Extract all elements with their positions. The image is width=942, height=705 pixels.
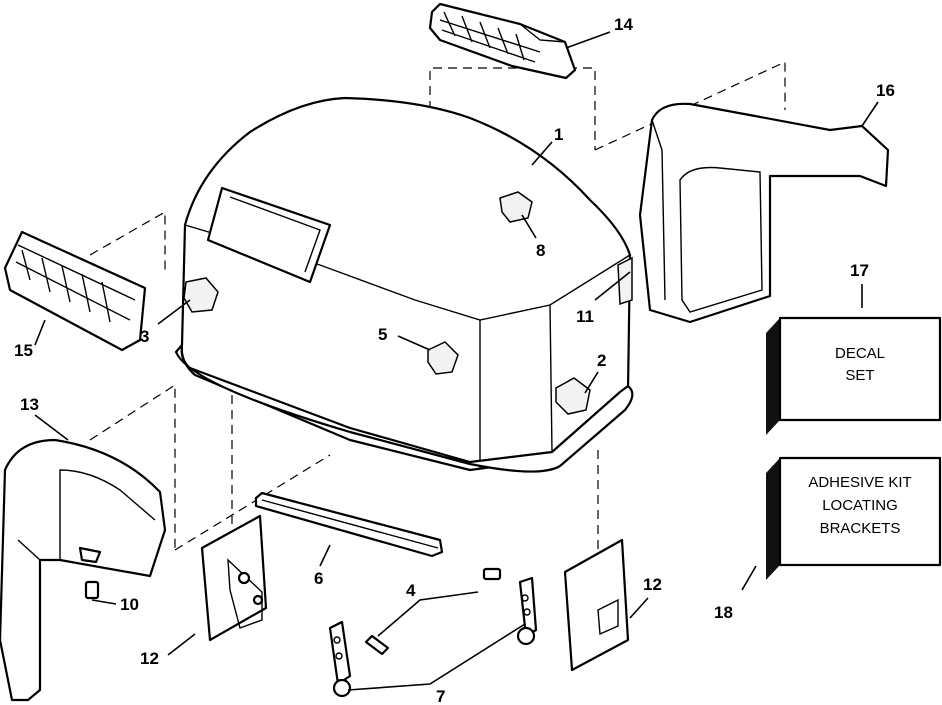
decal-line-2: SET xyxy=(845,367,874,384)
callout-15: 15 xyxy=(14,341,33,360)
callout-11: 11 xyxy=(576,307,594,326)
part-7-latch-clips xyxy=(328,576,538,698)
pad-8 xyxy=(499,191,533,223)
callout-8: 8 xyxy=(536,241,545,260)
kit-line-3: BRACKETS xyxy=(820,520,901,537)
part-16-rear-cover xyxy=(638,102,890,324)
kit-line-1: ADHESIVE KIT xyxy=(808,474,911,491)
callout-12-right: 12 xyxy=(643,575,662,594)
callout-1: 1 xyxy=(554,125,563,144)
callout-labels: 14 1 8 16 17 11 2 5 3 15 13 6 4 10 12 12… xyxy=(14,15,895,705)
kit-line-2: LOCATING xyxy=(822,497,898,514)
part-4-screws xyxy=(364,567,502,656)
callout-18: 18 xyxy=(714,603,733,622)
callout-10: 10 xyxy=(120,595,139,614)
callout-3: 3 xyxy=(140,327,149,346)
pad-11 xyxy=(617,256,633,306)
part-14-top-vent-grille xyxy=(428,2,577,80)
callout-6: 6 xyxy=(314,569,323,588)
callout-12-left: 12 xyxy=(140,649,159,668)
pad-5 xyxy=(427,341,459,375)
part-1-engine-cover xyxy=(174,96,634,473)
callout-4: 4 xyxy=(406,581,416,600)
part-10-screw xyxy=(84,580,100,600)
callout-16: 16 xyxy=(876,81,895,100)
callout-13: 13 xyxy=(20,395,39,414)
part-6-seal-strip xyxy=(254,491,444,558)
callout-5: 5 xyxy=(378,325,387,344)
pad-3 xyxy=(183,277,219,313)
callout-14: 14 xyxy=(614,15,633,34)
adhesive-kit-box: ADHESIVE KIT LOCATING BRACKETS xyxy=(766,456,942,580)
callout-7: 7 xyxy=(436,687,445,705)
callout-2: 2 xyxy=(597,351,606,370)
pad-2 xyxy=(555,377,591,415)
adhesive-pads xyxy=(183,191,633,415)
callout-17: 17 xyxy=(850,261,869,280)
part-15-side-vent-grille xyxy=(3,230,147,352)
part-13-lower-side-cover xyxy=(0,438,167,702)
decal-line-1: DECAL xyxy=(835,345,885,362)
leader-lines xyxy=(34,31,879,691)
part-12-bracket-left xyxy=(200,514,268,642)
part-12-bracket-right xyxy=(563,538,630,672)
decal-set-box: DECAL SET xyxy=(766,316,942,435)
